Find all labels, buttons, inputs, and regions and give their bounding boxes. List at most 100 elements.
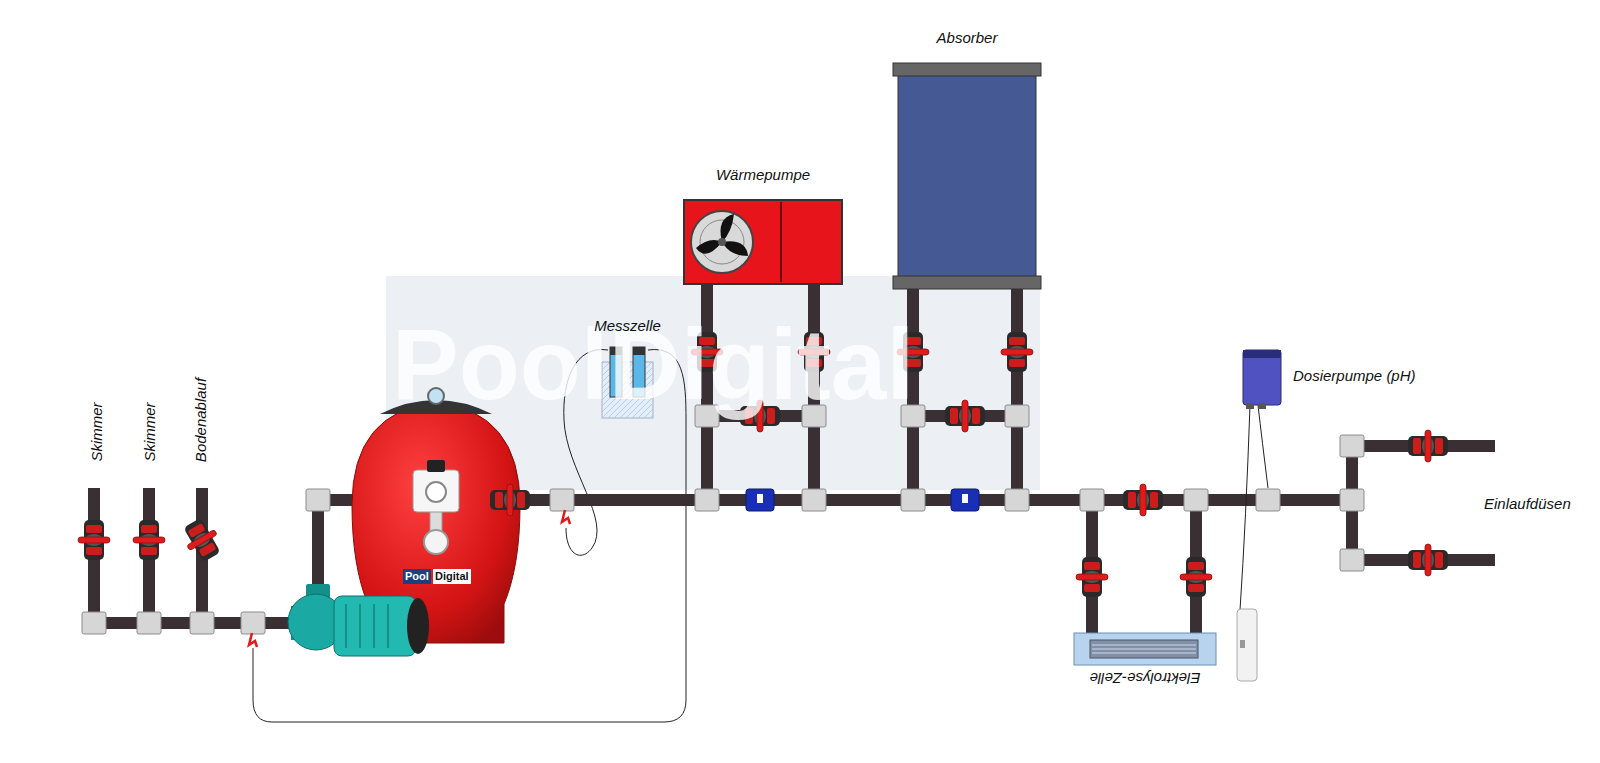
electrolysis-box: Elektrolyse-Zelle bbox=[1074, 633, 1216, 665]
ball-valve bbox=[945, 400, 985, 432]
tee-fitting bbox=[1080, 489, 1104, 511]
ball-valve bbox=[897, 332, 929, 372]
pipe-connector bbox=[1017, 289, 1092, 633]
probe bbox=[610, 347, 622, 397]
electrode-plates bbox=[1090, 640, 1198, 658]
sight-glass bbox=[428, 388, 444, 404]
dosing-nozzle bbox=[1258, 403, 1266, 409]
tee-fitting bbox=[1005, 405, 1029, 427]
sample-tap bbox=[562, 510, 570, 524]
node-label: Wärmepumpe bbox=[684, 166, 842, 184]
panel-divider bbox=[780, 202, 782, 282]
tee-fitting bbox=[1005, 489, 1029, 511]
tee-fitting bbox=[695, 489, 719, 511]
motor-fins bbox=[346, 604, 388, 648]
dosing-line bbox=[1240, 405, 1250, 610]
outlet-pipe bbox=[1352, 446, 1495, 560]
elbow-fitting bbox=[1340, 435, 1364, 457]
dosing-top bbox=[1243, 350, 1281, 358]
plate-lines bbox=[1092, 645, 1196, 653]
valve-handle bbox=[427, 460, 445, 472]
node-label: Dosierpumpe (pH) bbox=[1293, 367, 1416, 385]
tee-fitting bbox=[901, 405, 925, 427]
pipe-connector bbox=[520, 284, 707, 500]
tee-fitting bbox=[137, 612, 161, 634]
ball-valve bbox=[1076, 557, 1108, 597]
fan-blades bbox=[696, 214, 748, 256]
tee-fitting bbox=[550, 489, 574, 511]
probe-cap bbox=[633, 347, 645, 355]
dosing-line bbox=[1258, 405, 1268, 488]
inlet-label: Bodenablauf bbox=[192, 378, 210, 462]
watermark: PoolDigital bbox=[392, 304, 914, 424]
control-unit bbox=[1237, 609, 1257, 681]
ball-valve bbox=[1180, 557, 1212, 597]
inlet-label: Skimmer bbox=[141, 402, 159, 461]
sand-filter-box: PoolDigital bbox=[352, 398, 520, 643]
ball-valve bbox=[798, 332, 830, 372]
absorber-panel bbox=[898, 74, 1036, 278]
inlet-label: Skimmer bbox=[88, 402, 106, 461]
valve-port bbox=[426, 482, 446, 502]
fan-hub bbox=[718, 238, 726, 246]
control-led bbox=[1240, 640, 1245, 648]
elbow-fitting bbox=[82, 612, 106, 634]
node-label: Pool bbox=[403, 569, 431, 584]
sample-lines bbox=[253, 350, 1268, 722]
ball-valve bbox=[490, 484, 530, 516]
sample-tap bbox=[249, 633, 257, 647]
pipe-connector bbox=[814, 284, 913, 500]
ball-valve bbox=[78, 520, 110, 560]
node-label: Absorber bbox=[898, 29, 1036, 47]
absorber-cap bbox=[893, 276, 1041, 289]
heat-pump-box: Wärmepumpe bbox=[684, 200, 842, 284]
tee-fitting bbox=[802, 489, 826, 511]
outlet-label: Einlaufdüsen bbox=[1484, 495, 1571, 513]
ball-valve bbox=[1408, 430, 1448, 462]
check-valve bbox=[746, 489, 774, 511]
tee-fitting bbox=[695, 405, 719, 427]
sample-line bbox=[253, 350, 686, 722]
node-label: Elektrolyse-Zelle bbox=[1074, 669, 1216, 687]
probe-cap bbox=[610, 347, 622, 355]
measuring-cell-box: Messzelle bbox=[602, 347, 653, 418]
elbow-fitting bbox=[306, 489, 330, 511]
heat-pump-body bbox=[684, 200, 842, 284]
fan-ring bbox=[691, 211, 753, 273]
electrolysis-cell bbox=[1074, 633, 1216, 665]
ball-valve bbox=[740, 400, 780, 432]
absorber-box: Absorber bbox=[898, 63, 1036, 289]
dosing-nozzle bbox=[1246, 403, 1254, 409]
fittings bbox=[82, 405, 1364, 647]
tee-fitting bbox=[1340, 489, 1364, 511]
tee-fitting bbox=[901, 489, 925, 511]
pump-motor bbox=[334, 596, 416, 656]
ball-valve bbox=[691, 332, 723, 372]
tee-fitting bbox=[241, 612, 265, 634]
probe bbox=[633, 347, 645, 397]
dosing-pump bbox=[1243, 350, 1281, 405]
sample-line bbox=[564, 350, 608, 556]
node-label: Messzelle bbox=[562, 317, 693, 335]
ball-valve bbox=[1408, 544, 1448, 576]
ball-valve bbox=[1001, 332, 1033, 372]
tee-fitting bbox=[1184, 489, 1208, 511]
absorber-cap bbox=[893, 63, 1041, 76]
dosing-pump-box: Dosierpumpe (pH) bbox=[1243, 350, 1281, 405]
motor-cap bbox=[407, 598, 429, 654]
suction-pipe bbox=[94, 488, 295, 623]
elbow-fitting bbox=[1340, 549, 1364, 571]
valve-cap bbox=[424, 530, 448, 554]
ball-valve bbox=[133, 520, 165, 560]
tee-fitting bbox=[190, 612, 214, 634]
tee-fitting bbox=[802, 405, 826, 427]
ball-valve bbox=[1123, 484, 1163, 516]
valves bbox=[78, 332, 1448, 597]
ball-valve bbox=[178, 515, 226, 566]
check-valve bbox=[951, 489, 979, 511]
